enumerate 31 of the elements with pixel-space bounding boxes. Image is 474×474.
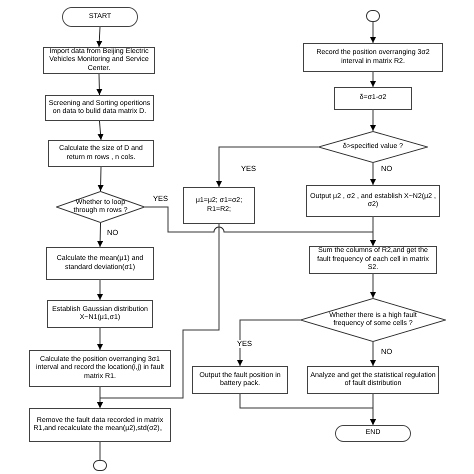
- arrow: [370, 72, 376, 88]
- arrow: [370, 162, 376, 186]
- arrow: [370, 22, 376, 44]
- process-box: [48, 140, 154, 167]
- arrow: [370, 394, 376, 426]
- process-box: [306, 185, 440, 217]
- process-box: [45, 95, 154, 121]
- arrow: [370, 274, 376, 298]
- process-box: [334, 87, 412, 110]
- arrow: [96, 74, 102, 96]
- arrow: [96, 26, 102, 48]
- arrow: [237, 320, 300, 366]
- arrow: [97, 280, 103, 300]
- arrow: [370, 110, 376, 132]
- process-box: [192, 366, 288, 394]
- process-box: [307, 366, 439, 394]
- process-box: [183, 187, 255, 224]
- arrow: [370, 216, 376, 246]
- arrow: [98, 120, 104, 140]
- arrow: [370, 342, 376, 366]
- arrow: [97, 328, 103, 350]
- process-box: [309, 246, 437, 274]
- arrow: [216, 146, 318, 188]
- process-box: [29, 350, 171, 387]
- process-box: [29, 408, 171, 442]
- process-box: [303, 43, 443, 72]
- process-box: [46, 247, 154, 280]
- arrow: [98, 166, 104, 192]
- process-box: [47, 300, 153, 328]
- arrow: [97, 222, 104, 248]
- arrow: [97, 224, 220, 408]
